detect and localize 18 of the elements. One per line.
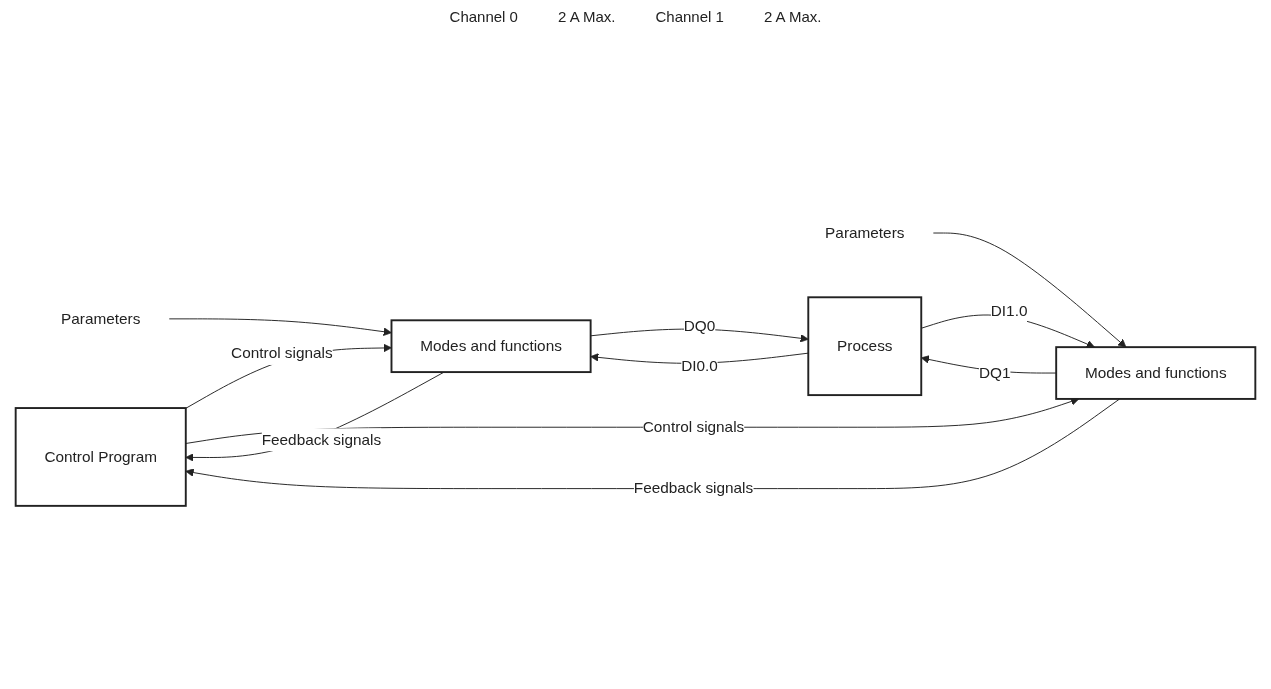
- edge-label: DQ1: [978, 364, 1011, 381]
- edge-label: Feedback signals: [633, 479, 754, 497]
- edge-label: DQ0: [683, 317, 716, 334]
- edge-label: DI1.0: [990, 302, 1028, 319]
- node-box: Control Program: [14, 407, 187, 507]
- node-box: Modes and functions: [1055, 346, 1257, 400]
- node-box: Modes and functions: [390, 319, 592, 374]
- node-text: Parameters: [825, 224, 905, 241]
- node-text: Parameters: [61, 310, 141, 327]
- edge-label: DI0.0: [681, 357, 718, 375]
- note-label: Channel 0: [449, 8, 518, 27]
- note-label: 2 A Max.: [557, 8, 616, 27]
- note-label: 2 A Max.: [763, 8, 822, 27]
- edge-label: Feedback signals: [261, 431, 382, 448]
- edge-label: Control signals: [642, 418, 745, 435]
- edge-label: Control signals: [231, 344, 333, 362]
- node-box: Process: [807, 296, 923, 397]
- note-label: Channel 1: [655, 8, 724, 27]
